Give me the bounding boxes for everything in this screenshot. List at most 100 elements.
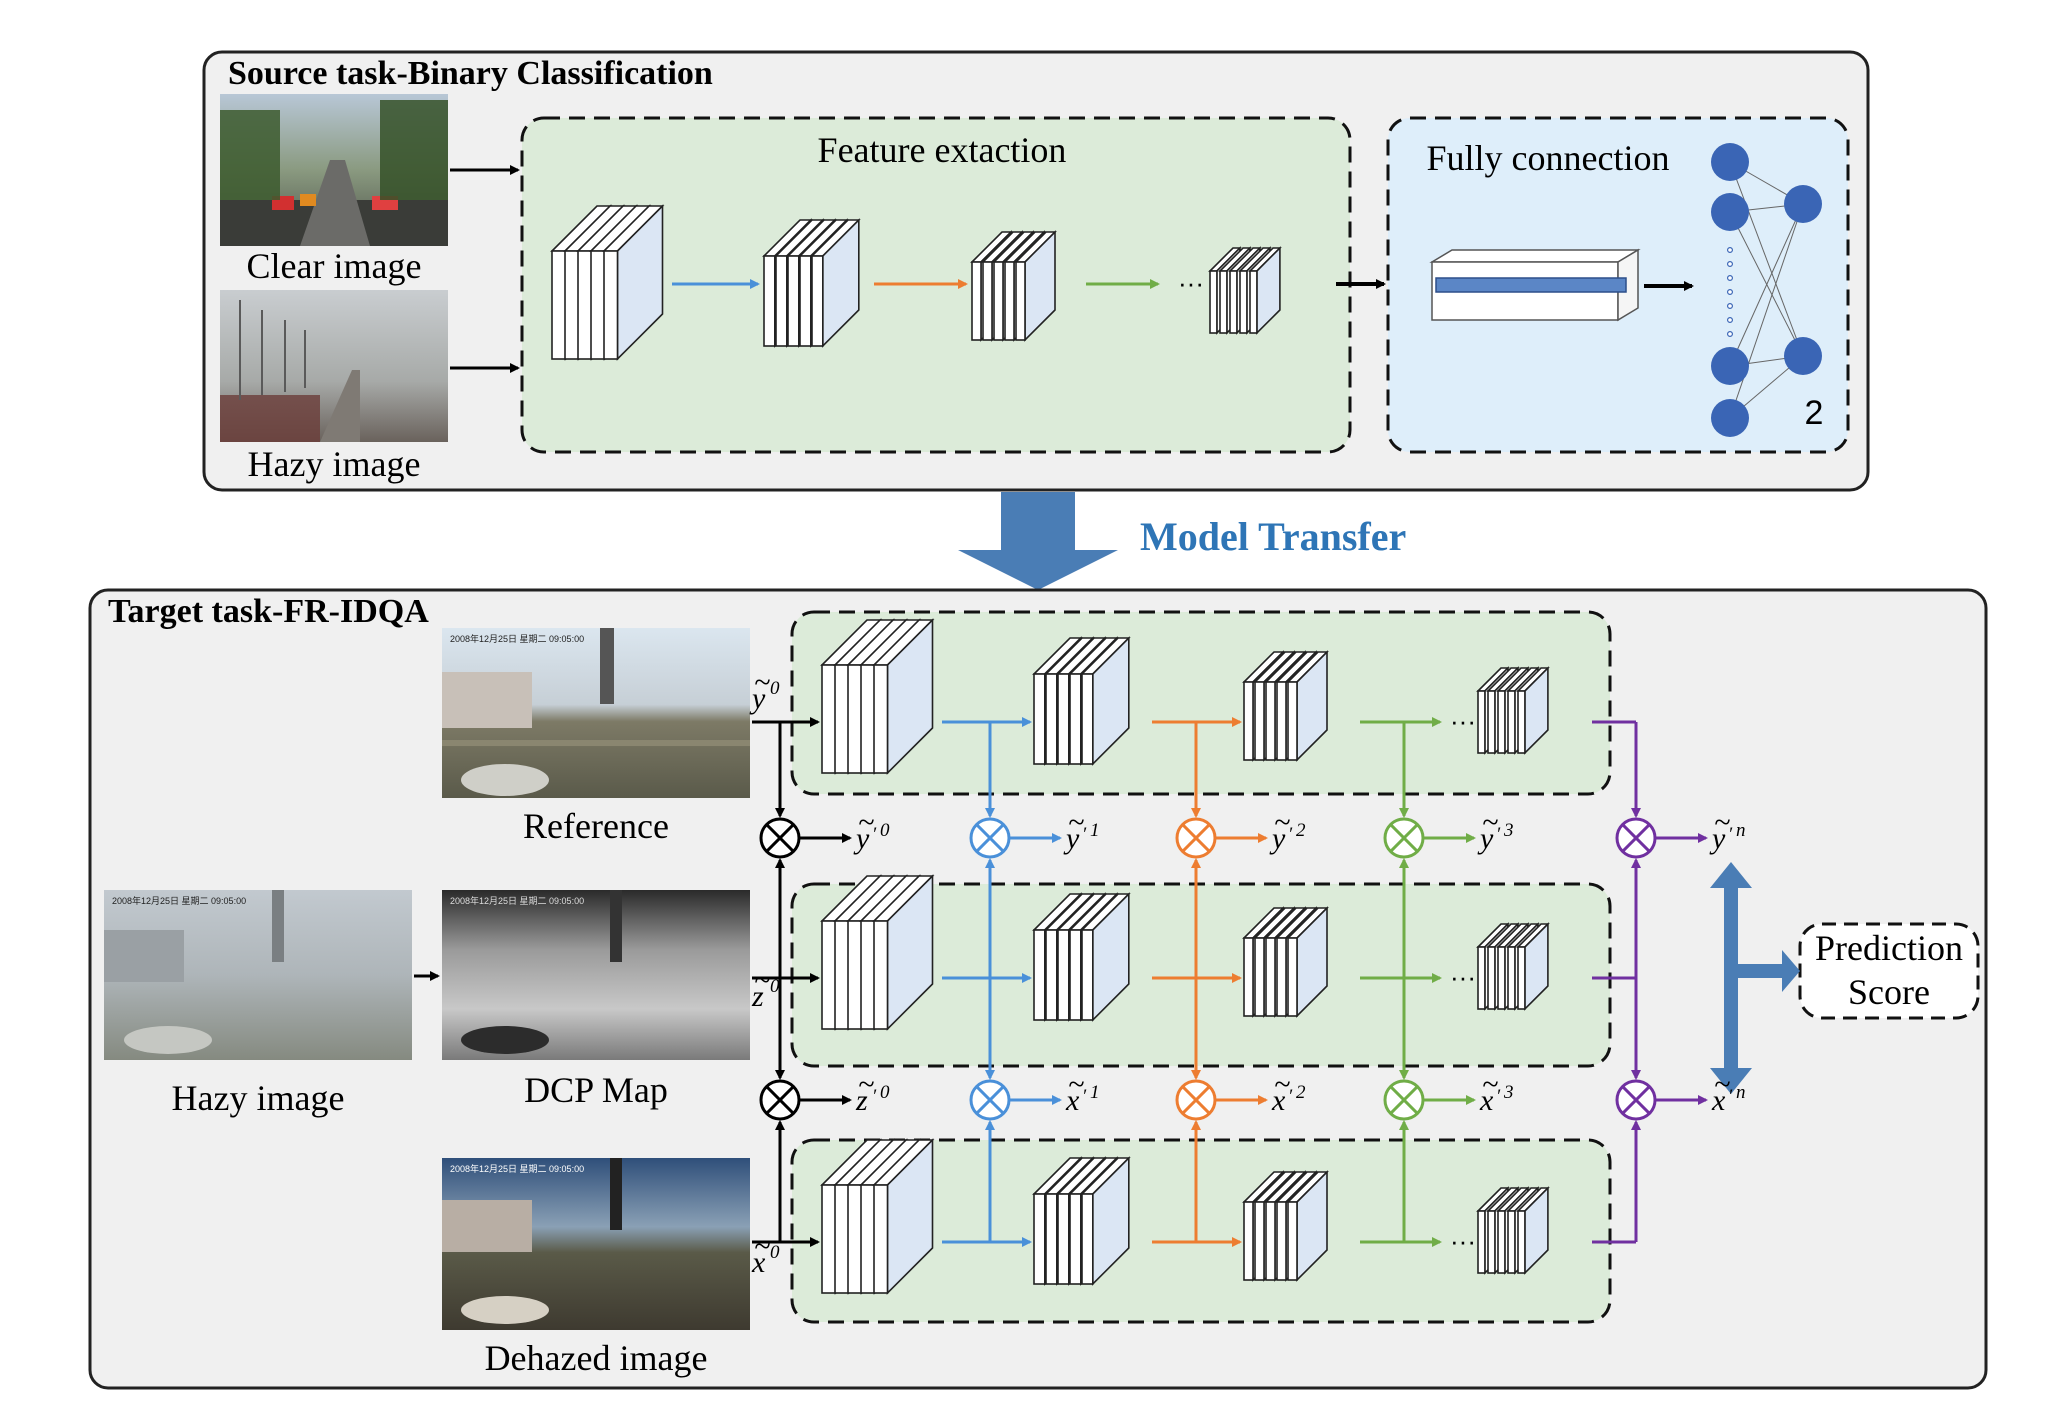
dehazed-image: 2008年12月25日 星期二 09:05:00 — [442, 1158, 750, 1330]
prediction-label-line1: Prediction — [1815, 928, 1963, 968]
clear-image — [220, 94, 448, 246]
neuron-in-3 — [1711, 347, 1749, 385]
prediction-fusion-arrow — [1710, 862, 1800, 1094]
dcp-conv-stack-3 — [1242, 906, 1329, 1018]
fusion-node-lower-1 — [969, 1079, 1011, 1121]
hazy-image-target: 2008年12月25日 星期二 09:05:00 — [104, 890, 412, 1060]
branch-input-label-0: y — [749, 682, 766, 715]
feature-extraction-label: Feature extaction — [818, 130, 1067, 170]
branch-input-label-2: x — [751, 1246, 766, 1279]
source-conv-stack-3 — [970, 230, 1057, 342]
reference-ellipsis: ··· — [1450, 706, 1476, 736]
hazy-image-source — [220, 290, 448, 442]
output-count-label: 2 — [1805, 394, 1824, 432]
prime-mark: ′ — [872, 1086, 877, 1107]
fusion-output-sup-0-0: 0 — [880, 820, 890, 841]
tilde-mark: ~ — [754, 964, 770, 997]
dehazed-conv-stack-3 — [1242, 1170, 1329, 1282]
neural-net-ellipsis-dots — [1726, 247, 1733, 338]
dehazed-ellipsis: ··· — [1450, 1226, 1476, 1256]
dcp-conv-stack-1 — [820, 874, 935, 1031]
fusion-node-lower-0 — [759, 1079, 801, 1121]
svg-text:2008年12月25日 星期二 09:05:00: 2008年12月25日 星期二 09:05:00 — [450, 895, 584, 906]
fusion-output-label-lower-4: x — [1711, 1084, 1726, 1117]
fusion-node-upper-2 — [1175, 817, 1217, 859]
fully-connection-label: Fully connection — [1427, 138, 1670, 178]
prime-mark: ′ — [1496, 1086, 1501, 1107]
tilde-mark: ~ — [1482, 806, 1498, 839]
prime-mark: ′ — [1082, 1086, 1087, 1107]
prime-mark: ′ — [1496, 824, 1501, 845]
fusion-output-label-upper-0: y — [853, 822, 870, 855]
prime-mark: ′ — [872, 824, 877, 845]
fusion-node-upper-4 — [1615, 817, 1657, 859]
source-panel-title: Source task-Binary Classification — [228, 55, 713, 92]
target-panel-title: Target task-FR-IDQA — [108, 593, 429, 630]
tilde-mark: ~ — [1274, 1068, 1290, 1101]
reference-label: Reference — [523, 806, 669, 846]
tilde-mark: ~ — [754, 666, 770, 699]
source-conv-stack-1 — [550, 204, 665, 361]
branch-input-sup-1: 0 — [770, 976, 780, 997]
branch-input-sup-0: 0 — [770, 678, 780, 699]
tilde-mark: ~ — [1274, 806, 1290, 839]
fusion-output-label-lower-0: z — [855, 1084, 868, 1117]
dcp-map-image: 2008年12月25日 星期二 09:05:00 — [442, 890, 750, 1060]
dcp-conv-stack-2 — [1032, 892, 1131, 1022]
fusion-output-sup-1-0: 0 — [880, 1082, 890, 1103]
source-conv-stack-2 — [762, 218, 861, 348]
fusion-output-label-lower-1: x — [1065, 1084, 1080, 1117]
svg-text:2008年12月25日 星期二 09:05:00: 2008年12月25日 星期二 09:05:00 — [450, 633, 584, 644]
dehazed-conv-stack-1 — [820, 1138, 935, 1295]
dcp-ellipsis: ··· — [1450, 962, 1476, 992]
tilde-mark: ~ — [1714, 806, 1730, 839]
fusion-output-sup-1-3: 3 — [1503, 1082, 1514, 1103]
source-conv-stack-4 — [1208, 246, 1282, 335]
flatten-layer — [1429, 248, 1641, 322]
clear-image-label: Clear image — [247, 246, 422, 286]
neuron-in-1 — [1711, 143, 1749, 181]
reference-conv-stack-1 — [820, 618, 935, 775]
fusion-output-sup-0-3: 3 — [1503, 820, 1514, 841]
hazy-image-label-target: Hazy image — [172, 1078, 345, 1118]
fusion-node-upper-0 — [759, 817, 801, 859]
source-panel: Source task-Binary Classification Clear … — [202, 50, 1870, 492]
dehazed-image-label: Dehazed image — [485, 1338, 708, 1378]
branch-input-label-1: z — [751, 980, 764, 1013]
dehazed-conv-stack-2 — [1032, 1156, 1131, 1286]
fusion-output-sup-1-4: n — [1736, 1082, 1746, 1103]
fusion-output-label-lower-3: x — [1479, 1084, 1494, 1117]
reference-conv-stack-3 — [1242, 650, 1329, 762]
prime-mark: ′ — [1728, 1086, 1733, 1107]
tilde-mark: ~ — [1068, 806, 1084, 839]
branch-input-sup-2: 0 — [770, 1242, 780, 1263]
model-transfer-arrow — [958, 492, 1118, 590]
tilde-mark: ~ — [858, 1068, 874, 1101]
fusion-output-sup-0-2: 2 — [1296, 820, 1306, 841]
fusion-node-upper-1 — [969, 817, 1011, 859]
reference-image: 2008年12月25日 星期二 09:05:00 — [442, 628, 750, 798]
fusion-output-label-lower-2: x — [1271, 1084, 1286, 1117]
dcp-map-label: DCP Map — [524, 1070, 668, 1110]
neuron-out-1 — [1784, 185, 1822, 223]
neuron-out-2 — [1784, 337, 1822, 375]
dcp-conv-stack-4 — [1476, 922, 1550, 1011]
neuron-in-4 — [1711, 399, 1749, 437]
fusion-output-sup-1-2: 2 — [1296, 1082, 1306, 1103]
fusion-output-label-upper-2: y — [1269, 822, 1286, 855]
tilde-mark: ~ — [754, 1230, 770, 1263]
svg-text:2008年12月25日 星期二 09:05:00: 2008年12月25日 星期二 09:05:00 — [450, 1163, 584, 1174]
svg-text:2008年12月25日 星期二 09:05:00: 2008年12月25日 星期二 09:05:00 — [112, 895, 246, 906]
tilde-mark: ~ — [858, 806, 874, 839]
neuron-in-2 — [1711, 193, 1749, 231]
fusion-output-label-upper-3: y — [1477, 822, 1494, 855]
fusion-node-lower-3 — [1383, 1079, 1425, 1121]
fusion-node-lower-4 — [1615, 1079, 1657, 1121]
reference-conv-stack-4 — [1476, 666, 1550, 755]
model-transfer-label: Model Transfer — [1140, 514, 1406, 559]
fusion-output-label-upper-4: y — [1709, 822, 1726, 855]
fusion-output-label-upper-1: y — [1063, 822, 1080, 855]
prediction-label-line2: Score — [1848, 972, 1930, 1012]
source-ellipsis: ··· — [1178, 268, 1204, 298]
reference-conv-stack-2 — [1032, 636, 1131, 766]
